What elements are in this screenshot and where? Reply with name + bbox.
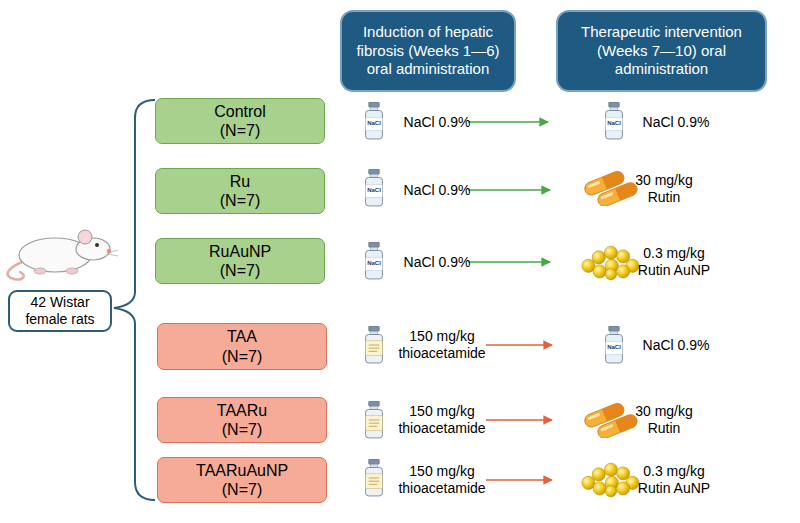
dose-label: 0.3 mg/kg Rutin AuNP <box>629 245 719 279</box>
node-text: Therapeutic intervention (Weeks 7—10) or… <box>566 23 757 79</box>
dose-label: NaCl 0.9% <box>404 254 471 271</box>
capsule-icon <box>583 169 639 208</box>
saline-vial <box>606 102 623 139</box>
node-text: TAARu (N=7) <box>217 401 267 439</box>
node-text: 42 Wistar female rats <box>16 294 104 328</box>
saline-vial <box>606 326 623 363</box>
node-text: Induction of hepatic fibrosis (Weeks 1—6… <box>350 23 506 79</box>
node-text: TAARuAuNP (N=7) <box>196 461 288 499</box>
dose-label: NaCl 0.9% <box>404 114 471 131</box>
group-box: Control (N=7) <box>155 98 325 144</box>
flow-arrow <box>486 419 552 421</box>
dose-label: 30 mg/kg Rutin <box>628 172 700 206</box>
thioacetamide-vial <box>366 326 383 363</box>
node-text: RuAuNP (N=7) <box>209 242 271 280</box>
dose-label: NaCl 0.9% <box>643 337 710 354</box>
dose-label: 150 mg/kg thioacetamide <box>390 328 494 362</box>
nanoparticle-icon <box>582 463 639 497</box>
dose-label: 150 mg/kg thioacetamide <box>390 403 494 437</box>
group-box: TAARuAuNP (N=7) <box>157 457 327 503</box>
saline-vial <box>366 242 383 279</box>
vial-label: NaCl <box>367 120 381 127</box>
vial-label: NaCl <box>367 187 381 194</box>
saline-vial <box>366 169 383 206</box>
node-text: Ru (N=7) <box>220 172 260 210</box>
flow-arrow <box>486 479 552 481</box>
group-box: RuAuNP (N=7) <box>155 238 325 284</box>
phase-header: Induction of hepatic fibrosis (Weeks 1—6… <box>340 10 516 92</box>
dose-label: NaCl 0.9% <box>643 114 710 131</box>
vial-label: NaCl <box>607 344 621 351</box>
dose-label: NaCl 0.9% <box>404 182 471 199</box>
group-box: Ru (N=7) <box>155 168 325 214</box>
flow-arrow <box>468 189 550 191</box>
capsule-icon <box>583 401 639 440</box>
group-box: TAA (N=7) <box>157 323 327 370</box>
flow-arrow <box>468 261 550 263</box>
dose-label: 30 mg/kg Rutin <box>628 403 700 437</box>
flow-arrow <box>468 121 548 123</box>
population-box: 42 Wistar female rats <box>8 290 112 332</box>
group-bracket <box>114 100 155 500</box>
flow-arrow <box>486 344 552 346</box>
dose-label: 0.3 mg/kg Rutin AuNP <box>629 463 719 497</box>
saline-vial <box>366 102 383 139</box>
phase-header: Therapeutic intervention (Weeks 7—10) or… <box>556 10 767 92</box>
vial-label: NaCl <box>367 260 381 267</box>
thioacetamide-vial <box>366 401 383 438</box>
group-box: TAARu (N=7) <box>157 397 327 443</box>
node-text: Control (N=7) <box>214 102 266 140</box>
dose-label: 150 mg/kg thioacetamide <box>390 463 494 497</box>
node-text: TAA (N=7) <box>222 327 262 365</box>
vial-label: NaCl <box>607 120 621 127</box>
rat-illustration <box>8 230 118 279</box>
nanoparticle-icon <box>582 246 639 280</box>
thioacetamide-vial <box>366 459 383 496</box>
